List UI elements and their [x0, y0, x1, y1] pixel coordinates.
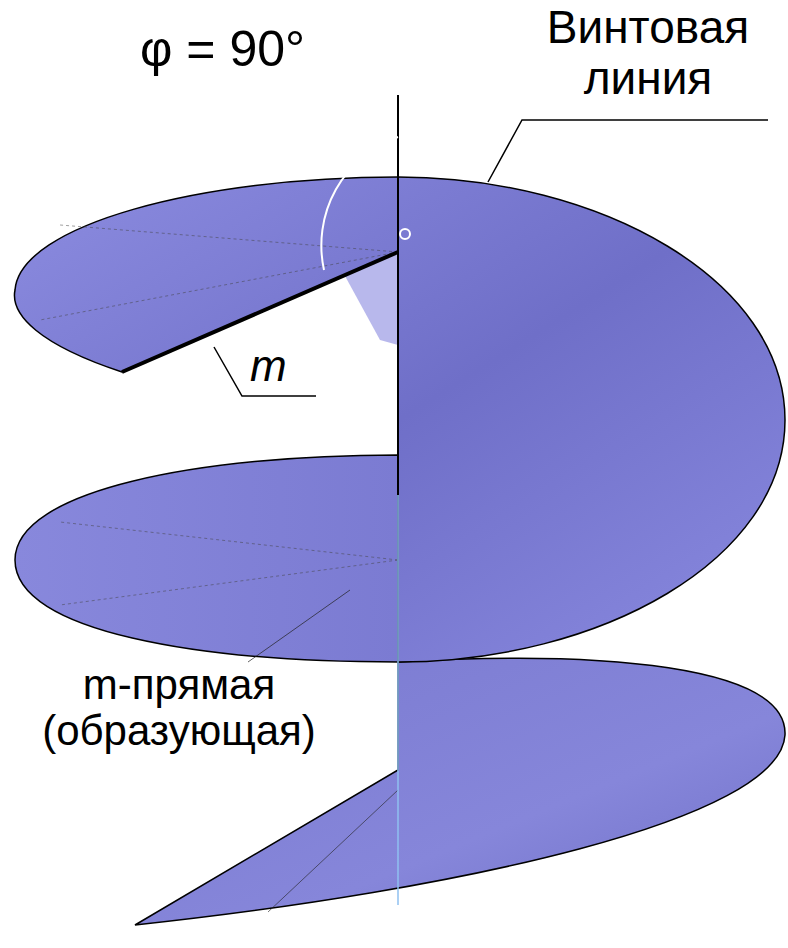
- ruling-line: [60, 522, 398, 560]
- axis-line-hidden: [397, 495, 399, 905]
- generator-name: m: [250, 342, 287, 390]
- ruling-line: [60, 560, 398, 605]
- helicoid-middle-turn: [15, 455, 398, 662]
- ruling-line: [268, 790, 398, 912]
- angle-arc: [321, 137, 398, 270]
- axis-line: [397, 95, 399, 495]
- generator-caption: m-прямая (образующая): [4, 662, 354, 754]
- angle-label: φ = 90°: [140, 22, 305, 77]
- ruling-line: [40, 252, 398, 320]
- shade-patch: [345, 252, 398, 345]
- ruling-line: [248, 590, 350, 662]
- ruling-line: [60, 225, 398, 252]
- right-angle-mark: [400, 229, 410, 239]
- leader-line: [488, 120, 768, 182]
- helicoid-upper-turn: [14, 177, 785, 662]
- helix-label: Винтовая линия: [512, 2, 784, 103]
